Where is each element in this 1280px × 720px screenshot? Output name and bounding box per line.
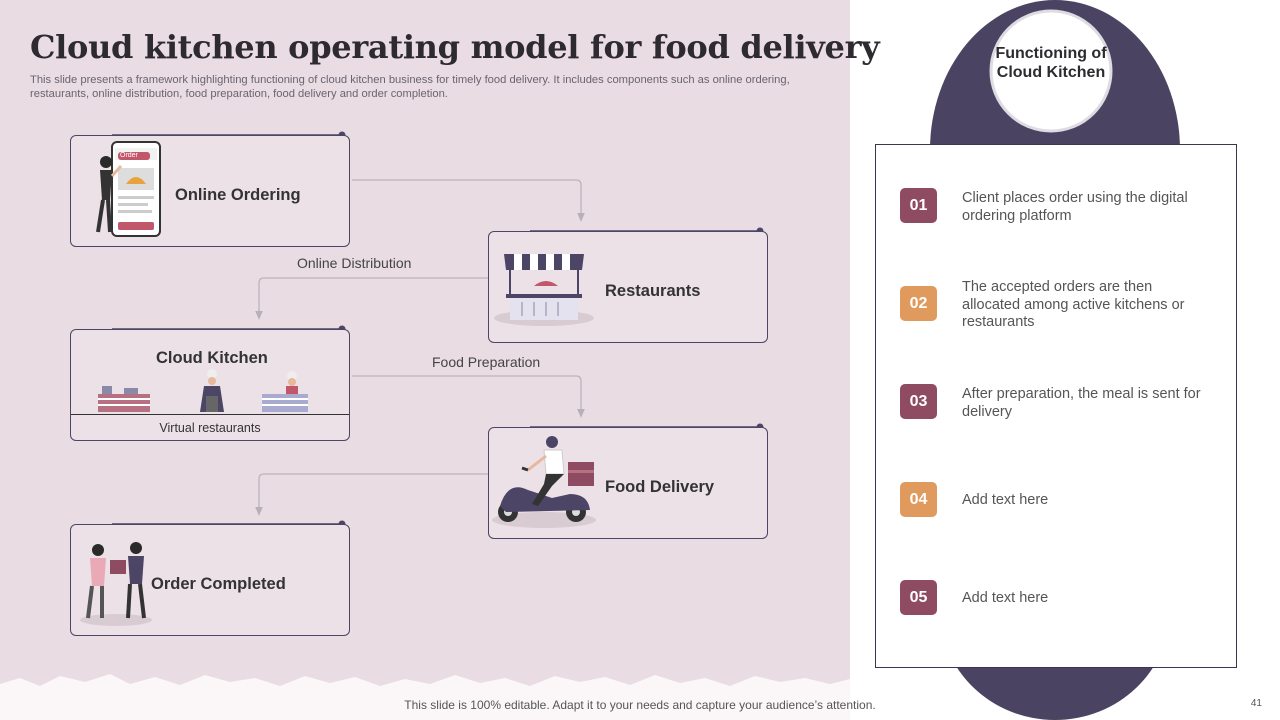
step-text-04: Add text here: [962, 492, 1207, 510]
phone-order-tag: Order: [120, 152, 138, 159]
restaurants-label: Restaurants: [605, 282, 700, 301]
page-number: 41: [1251, 698, 1262, 709]
step-text-02: The accepted orders are then allocated a…: [962, 279, 1207, 332]
footer-note: This slide is 100% editable. Adapt it to…: [0, 698, 1280, 712]
kitchen-counters-illustration: [94, 366, 314, 414]
online-ordering-label: Online Ordering: [175, 186, 301, 205]
step-badge-01: 01: [900, 188, 937, 223]
order-handover-illustration: [78, 540, 158, 628]
delivery-scooter-illustration: [492, 434, 602, 530]
order-completed-label: Order Completed: [151, 575, 286, 594]
cloud-kitchen-divider: [71, 414, 349, 415]
step-badge-05: 05: [900, 580, 937, 615]
food-delivery-label: Food Delivery: [605, 478, 714, 497]
step-badge-03: 03: [900, 384, 937, 419]
step-badge-02: 02: [900, 286, 937, 321]
online-distribution-label: Online Distribution: [297, 255, 411, 271]
functioning-title: Functioning of Cloud Kitchen: [995, 44, 1107, 82]
virtual-restaurants-label: Virtual restaurants: [70, 421, 350, 435]
restaurant-stall-icon: [494, 248, 600, 330]
step-text-05: Add text here: [962, 590, 1207, 608]
food-preparation-label: Food Preparation: [432, 354, 540, 370]
step-badge-04: 04: [900, 482, 937, 517]
step-text-01: Client places order using the digital or…: [962, 190, 1207, 225]
step-text-03: After preparation, the meal is sent for …: [962, 386, 1207, 421]
